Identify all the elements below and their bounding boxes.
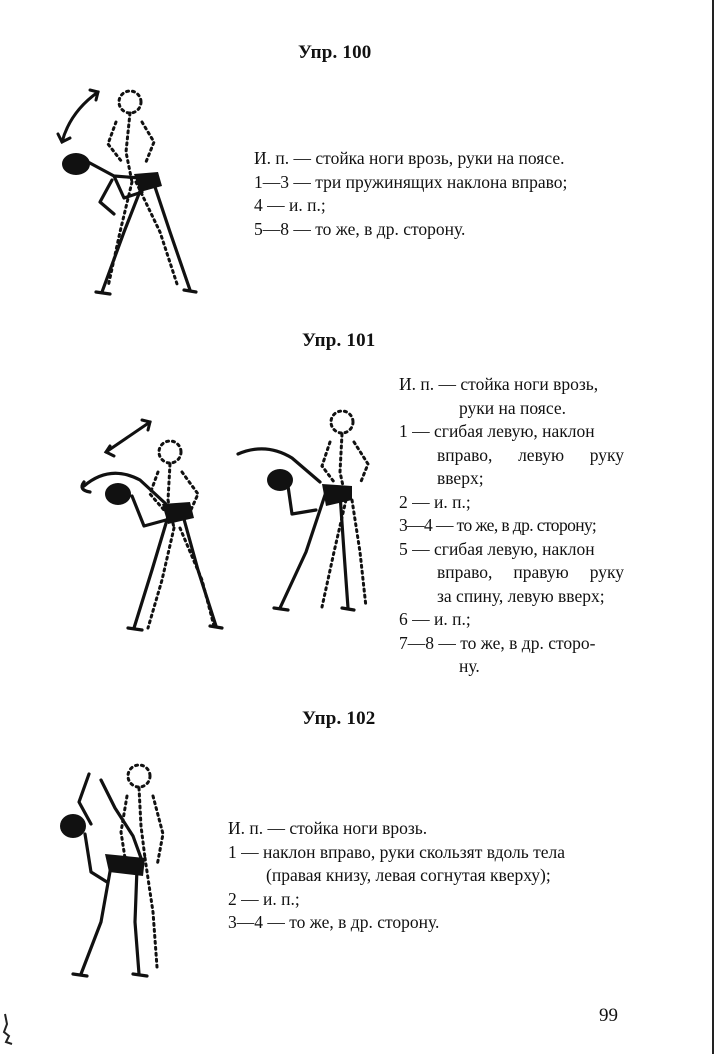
figure-side-bend-slide-icon	[60, 763, 165, 978]
exercise-100-line: 5—8 — то же, в др. сторону.	[254, 218, 466, 239]
exercise-101-line: вправо, правую руку	[437, 562, 624, 582]
exercise-100-line: И. п. — стойка ноги врозь, руки на поясе…	[254, 148, 565, 168]
exercise-102-line: И. п. — стойка ноги врозь.	[228, 818, 428, 838]
exercise-101-figure-a	[70, 400, 230, 635]
exercise-102-title: Упр. 102	[302, 708, 376, 729]
exercise-101-text: И. п. — стойка ноги врозь, руки на поясе…	[399, 373, 624, 679]
exercise-102-line: (правая книзу, левая согнутая кверху);	[266, 865, 551, 885]
exercise-101-line: 1 — сгибая левую, наклон	[399, 421, 595, 441]
exercise-102-line: 2 — и. п.;	[228, 888, 300, 909]
exercise-101-line: 2 — и. п.;	[399, 491, 471, 512]
exercise-101-line: руки на поясе.	[459, 397, 566, 418]
exercise-100-line: 4 — и. п.;	[254, 195, 326, 215]
exercise-101-line: за спину, левую вверх;	[437, 585, 605, 606]
exercise-101-line: вверх;	[437, 468, 484, 488]
exercise-102-line: 1 — наклон вправо, руки скользят вдоль т…	[228, 841, 566, 862]
page-number: 99	[599, 1005, 618, 1026]
exercise-100-figure	[50, 82, 210, 302]
scan-speck-icon	[2, 1013, 13, 1045]
exercise-101-line: 3—4 — то же, в др. сторону;	[399, 515, 597, 535]
exercise-101-line: 5 — сгибая левую, наклон	[399, 538, 595, 559]
exercise-100-line: 1—3 — три пружинящих наклона вправо;	[254, 171, 568, 192]
figure-side-bend-arm-behind-icon	[236, 409, 370, 612]
exercise-102-figure	[45, 762, 185, 987]
figure-side-bend-arm-up-icon	[80, 418, 224, 632]
exercise-101-line: И. п. — стойка ноги врозь,	[399, 374, 599, 394]
exercise-101-figure-b	[230, 402, 380, 617]
exercise-101-line: ну.	[459, 656, 480, 676]
exercise-102-line: 3—4 — то же, в др. сторону.	[228, 912, 440, 932]
exercise-101-line: 7—8 — то же, в др. сторо-	[399, 632, 596, 653]
figure-side-bend-icon	[56, 88, 198, 296]
exercise-100-text: И. п. — стойка ноги врозь, руки на поясе…	[254, 147, 567, 241]
page-edge-line	[712, 0, 714, 1054]
exercise-101-line: 6 — и. п.;	[399, 609, 471, 629]
exercise-100-title: Упр. 100	[298, 42, 372, 63]
exercise-102-text: И. п. — стойка ноги врозь. 1 — наклон вп…	[228, 817, 565, 935]
exercise-101-title: Упр. 101	[302, 330, 376, 351]
exercise-101-line: вправо, левую руку	[437, 444, 624, 465]
